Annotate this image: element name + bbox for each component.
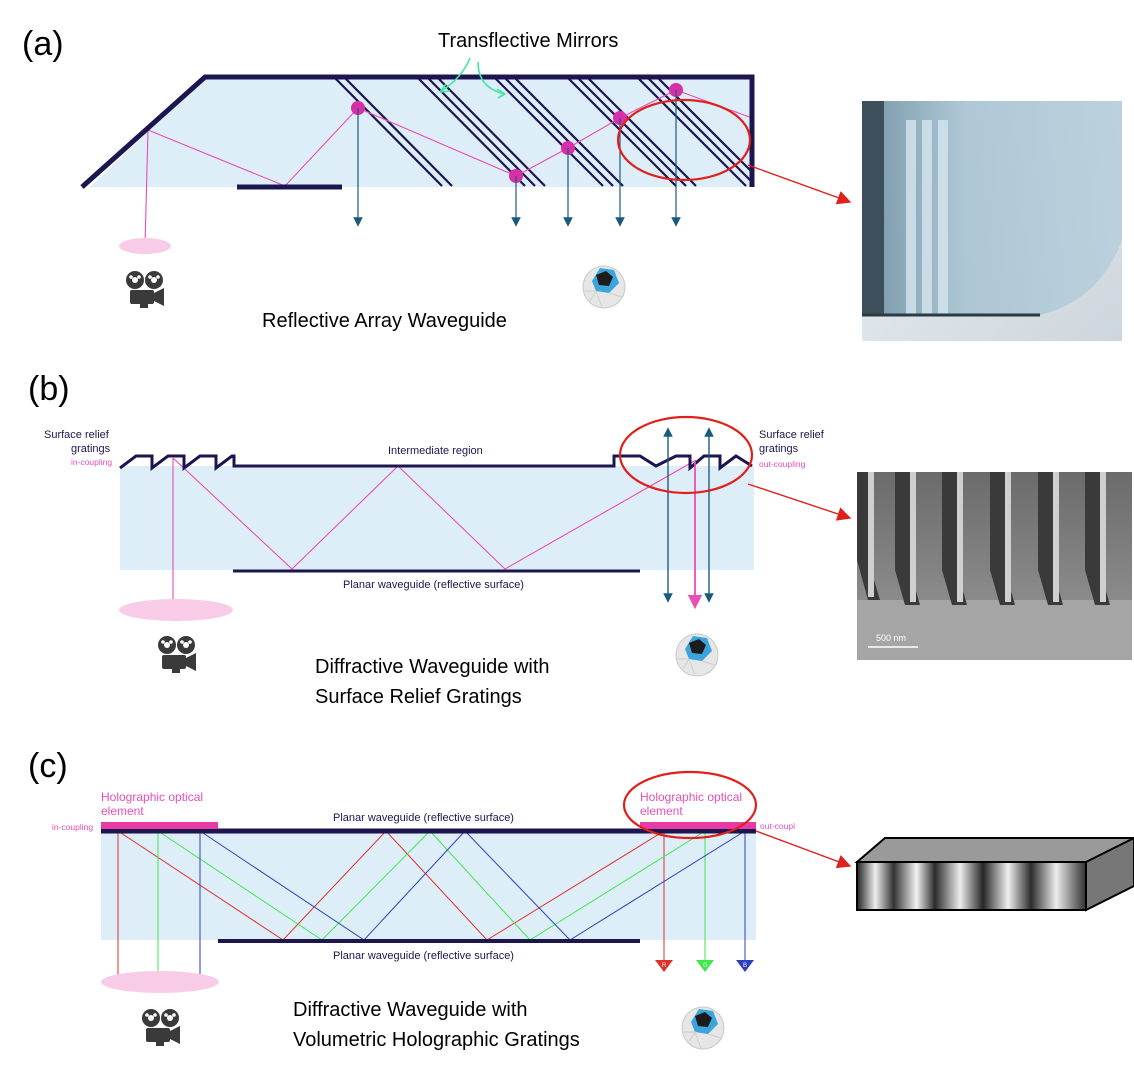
highlight-circle-b [618, 415, 754, 495]
srg-waveguide-body [120, 466, 754, 570]
mirror-pointer-arrows [439, 57, 506, 99]
hoe-left-label-2: element [101, 804, 144, 818]
transflective-mirrors-label: Transflective Mirrors [438, 30, 618, 52]
red-ray-path [117, 830, 665, 980]
planar-waveguide-bottom-label-c: Planar waveguide (reflective surface) [333, 950, 514, 962]
caption-b-line1: Diffractive Waveguide with [315, 656, 550, 678]
hoe-right-label-1: Holographic optical [640, 790, 742, 804]
panel-a-letter: (a) [22, 25, 64, 63]
waveguide-photo [862, 101, 1122, 341]
panel-a: (a) Transflective Mirrors [22, 25, 1122, 341]
srg-left-label-2: gratings [71, 443, 111, 455]
hoe-in-coupler [101, 822, 218, 829]
grating-frame-b [119, 454, 753, 472]
blue-label: B [743, 963, 747, 969]
zoom-arrow-b [747, 483, 852, 521]
output-rays-b [663, 427, 714, 603]
volumetric-grating-block [854, 836, 1134, 912]
hoe-left-label-1: Holographic optical [101, 790, 203, 804]
caption-a: Reflective Array Waveguide [262, 310, 507, 332]
srg-right-label-1: Surface relief [759, 429, 825, 441]
caption-c-line1: Diffractive Waveguide with [293, 999, 528, 1021]
green-label: G [703, 963, 708, 969]
panel-c: (c) R G B Holographic opt [28, 747, 1134, 1051]
srg-right-label-2: gratings [759, 443, 799, 455]
caption-b-line2: Surface Relief Gratings [315, 686, 522, 708]
panel-b: (b) Surface relief gratings in-coupling … [28, 370, 1132, 708]
hoe-waveguide-body [101, 831, 756, 940]
projector-beam-a [119, 238, 171, 254]
planar-waveguide-label-b: Planar waveguide (reflective surface) [343, 579, 524, 591]
red-label: R [662, 963, 667, 969]
hoe-right-label-2: element [640, 804, 683, 818]
eye-icon [675, 633, 719, 677]
projector-icon [158, 636, 196, 673]
srg-left-label-1: Surface relief [44, 429, 110, 441]
hoe-left-sub: in-coupling [52, 822, 93, 832]
projector-beam-c [101, 971, 219, 993]
sem-grating-image: 500 nm [857, 472, 1132, 660]
panel-c-letter: (c) [28, 747, 68, 785]
eye-icon [681, 1006, 725, 1050]
planar-waveguide-top-label-c: Planar waveguide (reflective surface) [333, 812, 514, 824]
intermediate-region-label: Intermediate region [388, 445, 483, 457]
caption-c-line2: Volumetric Holographic Gratings [293, 1029, 580, 1051]
projector-icon [142, 1009, 180, 1046]
projector-icon [126, 271, 164, 308]
panel-b-letter: (b) [28, 370, 70, 408]
projector-beam-b [119, 599, 233, 621]
zoom-arrow-a [747, 164, 852, 205]
output-rays-a [353, 90, 681, 227]
eye-icon [582, 265, 626, 309]
zoom-arrow-c [755, 830, 852, 869]
hoe-out-coupler [640, 822, 756, 829]
srg-right-sub: out-coupling [759, 459, 806, 469]
srg-left-sub: in-coupling [71, 457, 112, 467]
highlight-circle-c [622, 770, 758, 840]
light-path-a [144, 89, 753, 246]
hoe-right-sub: out-coupl [760, 821, 795, 831]
blue-ray-path [199, 830, 746, 980]
sem-scale-label: 500 nm [876, 633, 906, 643]
rgb-outputs: R G B [655, 960, 754, 972]
highlight-circle-a [616, 98, 752, 182]
green-ray-path [157, 830, 706, 980]
waveguide-frame-a [80, 74, 755, 190]
